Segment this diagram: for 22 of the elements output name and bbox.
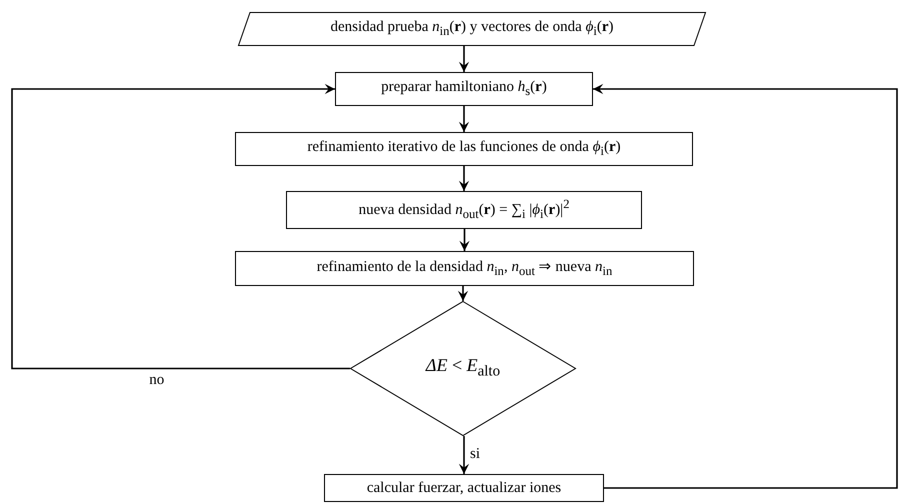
step-text: nueva densidad n$_{out}$(r) = ∑$_{i}$ |ϕ$_{i}$(r)|$^{2}$ (358, 198, 570, 222)
arrow (458, 436, 470, 474)
step-text: preparar hamiltoniano h$_{s}$(r) (381, 79, 547, 99)
process-box (235, 132, 693, 166)
arrow (458, 46, 470, 72)
step-text: refinamiento de la densidad n$_{in}$, n$_{out}$ ⇒ nueva n$_{in}$ (316, 258, 612, 278)
process-box (335, 72, 593, 106)
step-text: densidad prueba n$_{in}$(r) y vectores de onda ϕ$_{i}$(r) (330, 19, 614, 39)
input-parallelogram (238, 12, 706, 46)
process-box (235, 251, 694, 286)
arrow (11, 84, 350, 370)
arrow (458, 286, 468, 301)
step-text: calcular fuerzar, actualizar iones (366, 480, 562, 496)
condition-text: ΔE < E$_{alto}$ (426, 356, 500, 381)
process-box (324, 474, 604, 502)
arrow (458, 106, 470, 132)
arrow (459, 229, 470, 251)
process-box (286, 191, 642, 229)
decision-diamond (350, 301, 576, 436)
arrow (593, 84, 898, 489)
arrow (458, 166, 470, 191)
step-text: refinamiento iterativo de las funciones de onda ϕ$_{i}$(r) (307, 139, 621, 159)
